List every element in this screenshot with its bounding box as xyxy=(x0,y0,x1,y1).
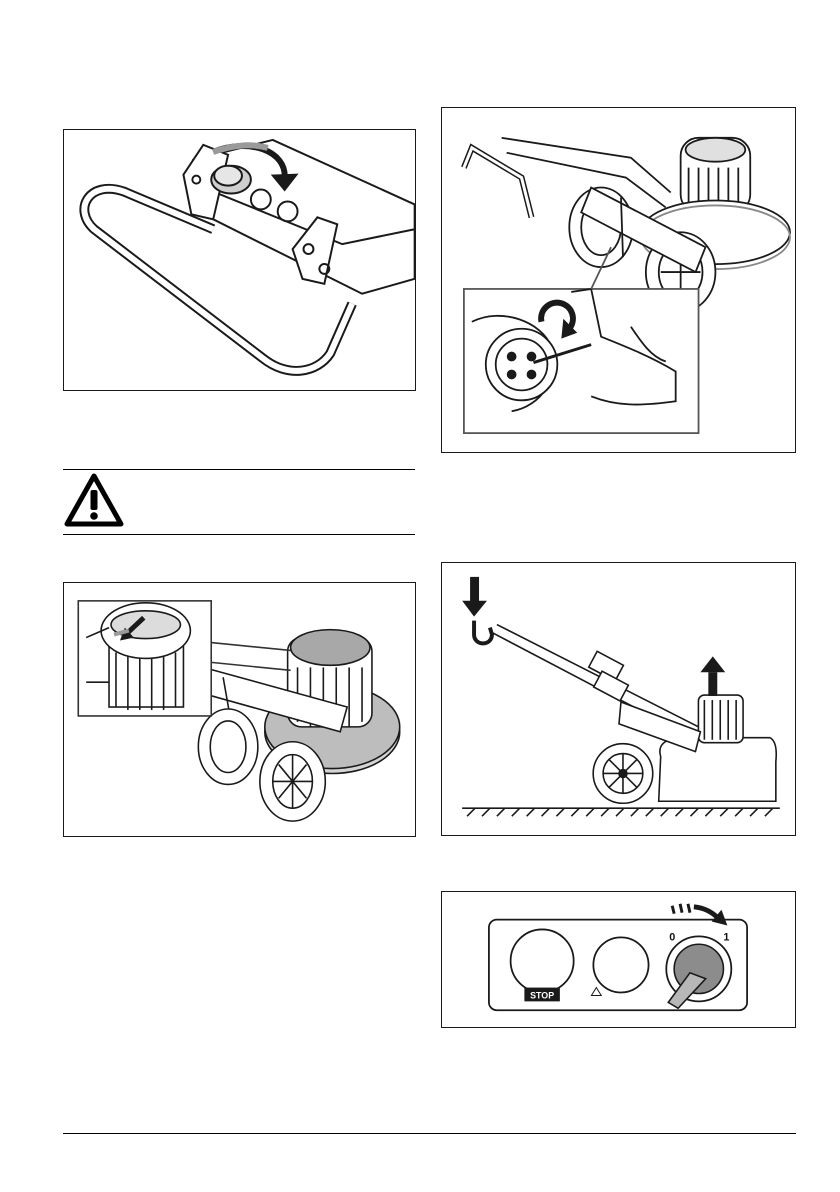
motor-fan-cover-illustration xyxy=(64,583,415,836)
dial-on-label: 1 xyxy=(723,931,729,943)
footer-rule xyxy=(63,1133,796,1134)
figure-motor-cover xyxy=(63,582,416,837)
figure-control-panel: STOP 0 1 xyxy=(441,891,796,1028)
warning-top-rule xyxy=(63,469,415,470)
figure-cable-connection xyxy=(441,107,796,453)
dial-off-label: 0 xyxy=(669,931,675,943)
stop-label: STOP xyxy=(530,990,554,1000)
cable-connector-illustration xyxy=(442,108,795,452)
handle-lock-knob-illustration xyxy=(64,130,415,390)
tilt-machine-illustration xyxy=(442,563,795,835)
warning-bottom-rule xyxy=(63,534,415,535)
warning-triangle-icon xyxy=(64,473,124,527)
figure-handle-lock xyxy=(63,129,416,391)
figure-tilt-machine xyxy=(441,562,796,836)
control-panel-illustration: STOP 0 1 xyxy=(442,892,795,1027)
